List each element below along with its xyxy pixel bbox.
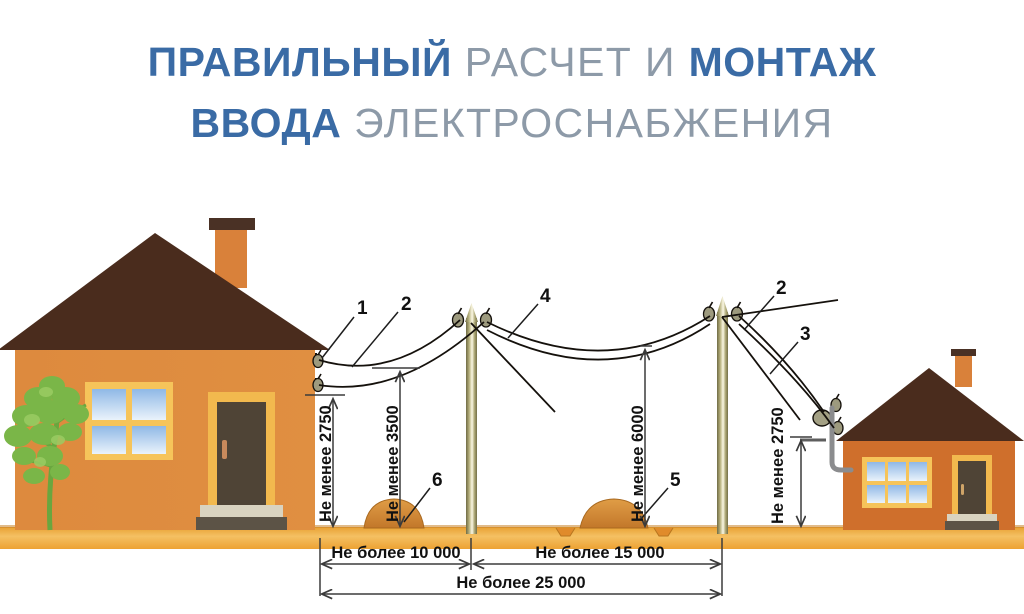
- callout-5: 5: [670, 470, 681, 491]
- dimension-label-6000: Не менее 6000: [629, 405, 647, 522]
- overhead-wires: [318, 299, 839, 429]
- title-bold-pravilnyi: ПРАВИЛЬНЫЙ: [147, 39, 452, 85]
- roof-right: [836, 368, 1024, 441]
- title-bold-montazh: МОНТАЖ: [688, 39, 877, 85]
- dimension-label-2750-left: Не менее 2750: [317, 405, 335, 522]
- service-entrance-right: [800, 393, 854, 473]
- dimension-h-10000: Не более 10 000: [322, 544, 469, 564]
- dimension-h-15000: Не более 15 000: [474, 544, 720, 564]
- callout-4: 4: [540, 286, 551, 307]
- window-left: [85, 382, 173, 460]
- tree: [4, 376, 89, 531]
- ground-strip: [0, 525, 1024, 549]
- dimension-v-3500: Не менее 3500: [372, 367, 420, 526]
- page-title: ПРАВИЛЬНЫЙ РАСЧЕТ И МОНТАЖ ВВОДА ЭЛЕКТРО…: [0, 38, 1024, 148]
- chimney-right: [951, 349, 976, 387]
- callout-3: 3: [800, 324, 811, 345]
- dimension-label-25000: Не более 25 000: [456, 574, 585, 592]
- title-thin-raschet: РАСЧЕТ И: [451, 39, 689, 85]
- house-left: [0, 218, 330, 531]
- callout-leaders: [321, 295, 799, 523]
- utility-pole-right: [702, 296, 744, 534]
- insulator-hooks-left-house: [312, 349, 324, 393]
- callout-6: 6: [432, 470, 443, 491]
- dimension-v-6000: Не менее 6000: [629, 345, 652, 526]
- door-right: [945, 455, 999, 530]
- roof-left: [0, 233, 330, 350]
- door-left: [196, 392, 287, 530]
- mound-left: [363, 498, 425, 529]
- title-thin-elektrosnabzheniya: ЭЛЕКТРОСНАБЖЕНИЯ: [341, 100, 834, 147]
- title-line-2: ВВОДА ЭЛЕКТРОСНАБЖЕНИЯ: [0, 99, 1024, 147]
- dimension-v-2750-right: Не менее 2750: [769, 407, 812, 526]
- window-right: [862, 457, 932, 508]
- callout-1: 1: [357, 298, 368, 319]
- house-right: [800, 349, 1024, 530]
- callout-2-left: 2: [401, 294, 412, 315]
- dimension-label-15000: Не более 15 000: [535, 544, 664, 562]
- dimension-label-2750-right: Не менее 2750: [769, 407, 787, 524]
- dimension-v-2750-left: Не менее 2750: [305, 394, 345, 526]
- title-bold-vvoda: ВВОДА: [190, 100, 342, 147]
- callout-2-right: 2: [776, 278, 787, 299]
- dimension-label-3500: Не менее 3500: [384, 405, 402, 522]
- dimension-h-25000: Не более 25 000: [322, 574, 720, 594]
- dimension-label-10000: Не более 10 000: [331, 544, 460, 562]
- title-line-1: ПРАВИЛЬНЫЙ РАСЧЕТ И МОНТАЖ: [0, 38, 1024, 86]
